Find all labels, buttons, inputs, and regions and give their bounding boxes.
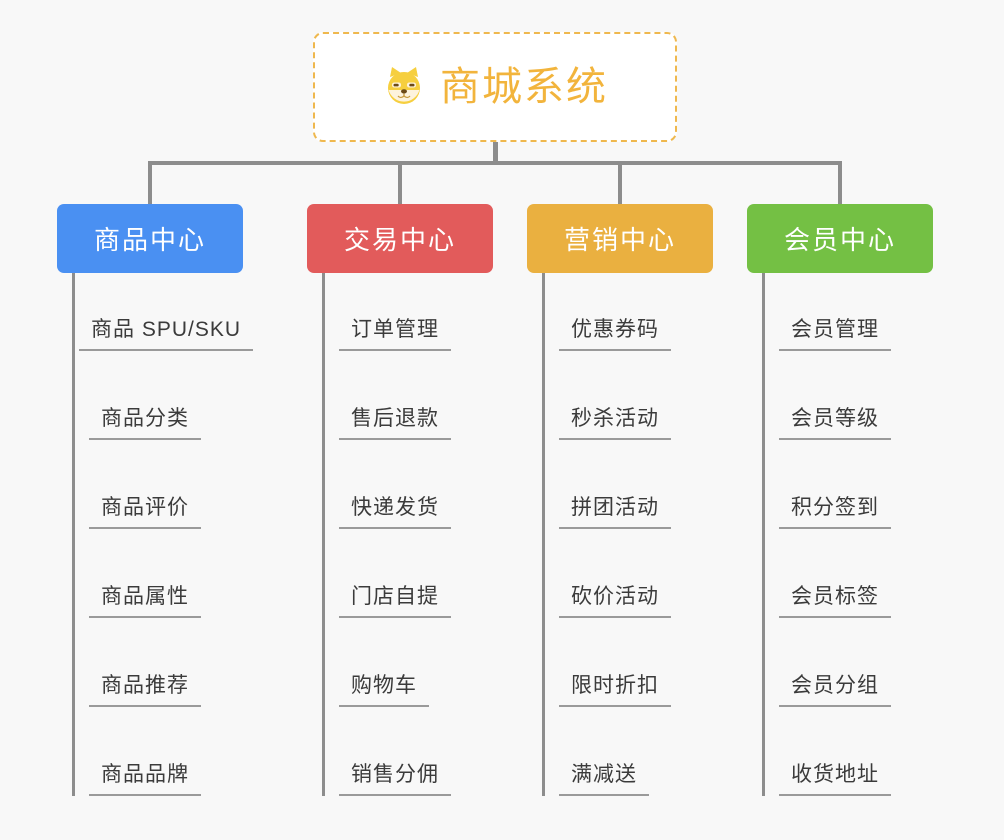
leaf-label: 会员标签 bbox=[779, 580, 891, 618]
list-item[interactable]: 限时折扣 bbox=[545, 618, 713, 707]
leaf-label: 商品 SPU/SKU bbox=[78, 313, 254, 351]
category-header-3[interactable]: 营销中心 bbox=[527, 204, 713, 273]
category-column-会员中心: 会员中心 会员管理 会员等级 积分签到 会员标签 会员分组 收货地址 bbox=[747, 204, 933, 796]
leaf-label: 门店自提 bbox=[339, 580, 451, 618]
leaf-label: 商品推荐 bbox=[89, 669, 201, 707]
list-item[interactable]: 商品评价 bbox=[75, 440, 243, 529]
leaf-label: 收货地址 bbox=[779, 758, 891, 796]
category-header-4[interactable]: 会员中心 bbox=[747, 204, 933, 273]
connector-drop-1 bbox=[148, 161, 152, 206]
leaf-label: 售后退款 bbox=[339, 402, 451, 440]
root-node[interactable]: 商城系统 bbox=[313, 32, 677, 142]
leaf-label: 购物车 bbox=[339, 669, 429, 707]
list-item[interactable]: 会员等级 bbox=[765, 351, 933, 440]
leaf-label: 商品评价 bbox=[89, 491, 201, 529]
leaf-label: 订单管理 bbox=[339, 313, 451, 351]
leaf-label: 秒杀活动 bbox=[559, 402, 671, 440]
category-label-2: 交易中心 bbox=[343, 225, 456, 255]
list-item[interactable]: 砍价活动 bbox=[545, 529, 713, 618]
leaf-list-2: 订单管理 售后退款 快递发货 门店自提 购物车 销售分佣 bbox=[322, 273, 493, 796]
category-header-1[interactable]: 商品中心 bbox=[57, 204, 243, 273]
leaf-label: 商品品牌 bbox=[89, 758, 201, 796]
category-header-2[interactable]: 交易中心 bbox=[307, 204, 493, 273]
list-item[interactable]: 商品属性 bbox=[75, 529, 243, 618]
connector-drop-2 bbox=[398, 161, 402, 206]
leaf-label: 会员管理 bbox=[779, 313, 891, 351]
category-column-商品中心: 商品中心 商品 SPU/SKU 商品分类 商品评价 商品属性 商品推荐 商品品牌 bbox=[57, 204, 254, 796]
list-item[interactable]: 售后退款 bbox=[325, 351, 493, 440]
leaf-label: 快递发货 bbox=[339, 491, 451, 529]
leaf-label: 商品分类 bbox=[89, 402, 201, 440]
leaf-label: 销售分佣 bbox=[339, 758, 451, 796]
list-item[interactable]: 销售分佣 bbox=[325, 707, 493, 796]
list-item[interactable]: 收货地址 bbox=[765, 707, 933, 796]
list-item[interactable]: 会员标签 bbox=[765, 529, 933, 618]
category-label-3: 营销中心 bbox=[563, 225, 676, 255]
list-item[interactable]: 门店自提 bbox=[325, 529, 493, 618]
connector-drop-4 bbox=[838, 161, 842, 206]
leaf-list-4: 会员管理 会员等级 积分签到 会员标签 会员分组 收货地址 bbox=[762, 273, 933, 796]
leaf-label: 满减送 bbox=[559, 758, 649, 796]
list-item[interactable]: 快递发货 bbox=[325, 440, 493, 529]
connector-root-stem bbox=[493, 142, 498, 163]
leaf-label: 拼团活动 bbox=[559, 491, 671, 529]
list-item[interactable]: 订单管理 bbox=[325, 273, 493, 351]
list-item[interactable]: 商品 SPU/SKU bbox=[75, 273, 254, 351]
category-label-4: 会员中心 bbox=[783, 225, 896, 255]
connector-drop-3 bbox=[618, 161, 622, 206]
list-item[interactable]: 积分签到 bbox=[765, 440, 933, 529]
list-item[interactable]: 优惠券码 bbox=[545, 273, 713, 351]
list-item[interactable]: 商品分类 bbox=[75, 351, 243, 440]
category-column-交易中心: 交易中心 订单管理 售后退款 快递发货 门店自提 购物车 销售分佣 bbox=[307, 204, 493, 796]
leaf-label: 积分签到 bbox=[779, 491, 891, 529]
leaf-label: 限时折扣 bbox=[559, 669, 671, 707]
category-label-1: 商品中心 bbox=[93, 225, 206, 255]
list-item[interactable]: 秒杀活动 bbox=[545, 351, 713, 440]
shiba-dog-face-icon bbox=[382, 65, 426, 109]
leaf-label: 商品属性 bbox=[89, 580, 201, 618]
list-item[interactable]: 拼团活动 bbox=[545, 440, 713, 529]
category-column-营销中心: 营销中心 优惠券码 秒杀活动 拼团活动 砍价活动 限时折扣 满减送 bbox=[527, 204, 713, 796]
list-item[interactable]: 商品推荐 bbox=[75, 618, 243, 707]
list-item[interactable]: 满减送 bbox=[545, 707, 713, 796]
list-item[interactable]: 会员分组 bbox=[765, 618, 933, 707]
leaf-list-3: 优惠券码 秒杀活动 拼团活动 砍价活动 限时折扣 满减送 bbox=[542, 273, 713, 796]
connector-horizontal-bus bbox=[148, 161, 842, 165]
root-title: 商城系统 bbox=[440, 65, 608, 109]
leaf-label: 会员等级 bbox=[779, 402, 891, 440]
list-item[interactable]: 购物车 bbox=[325, 618, 493, 707]
list-item[interactable]: 会员管理 bbox=[765, 273, 933, 351]
list-item[interactable]: 商品品牌 bbox=[75, 707, 243, 796]
leaf-list-1: 商品 SPU/SKU 商品分类 商品评价 商品属性 商品推荐 商品品牌 bbox=[72, 273, 254, 796]
leaf-label: 优惠券码 bbox=[559, 313, 671, 351]
leaf-label: 砍价活动 bbox=[559, 580, 671, 618]
leaf-label: 会员分组 bbox=[779, 669, 891, 707]
